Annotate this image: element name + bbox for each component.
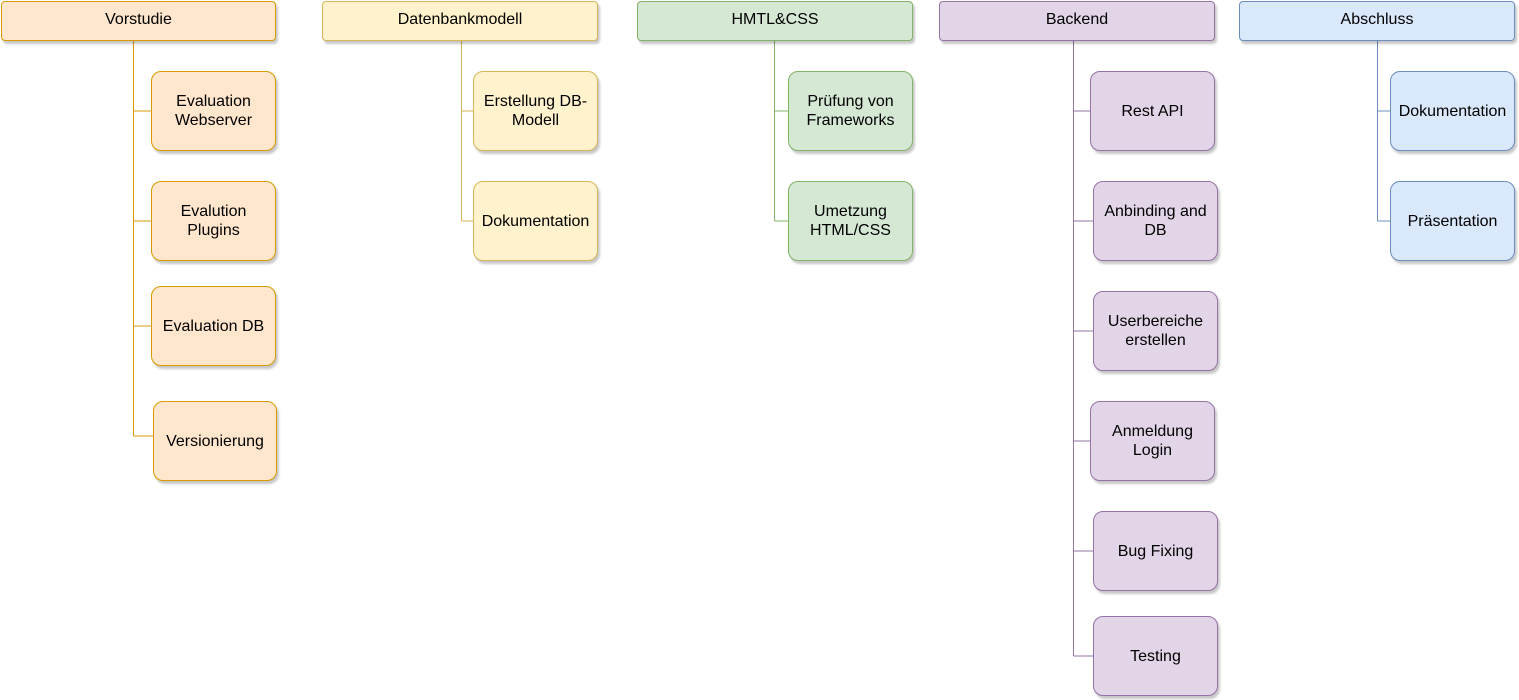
task-dokumentation-db[interactable]: Dokumentation: [473, 181, 598, 261]
task-label: Präsentation: [1407, 212, 1498, 230]
task-erstellung-db-modell[interactable]: Erstellung DB- Modell: [473, 71, 598, 151]
task-label: Erstellung DB- Modell: [483, 93, 588, 129]
task-evalution-plugins[interactable]: Evalution Plugins: [151, 181, 276, 261]
column-header-label: Vorstudie: [105, 10, 172, 28]
task-label: Dokumentation: [481, 212, 590, 230]
task-label: Prüfung von Frameworks: [806, 93, 895, 129]
task-label: Dokumentation: [1398, 102, 1507, 120]
task-evaluation-webserver[interactable]: Evaluation Webserver: [151, 71, 276, 151]
task-anbinding-db[interactable]: Anbinding and DB: [1093, 181, 1218, 261]
task-label: Umetzung HTML/CSS: [810, 203, 891, 239]
column-header-vorstudie[interactable]: Vorstudie: [1, 1, 276, 41]
task-evaluation-db[interactable]: Evaluation DB: [151, 286, 276, 366]
backend-connectors: [1073, 41, 1093, 657]
abschluss-connectors: [1377, 41, 1390, 222]
column-header-label: Backend: [1045, 10, 1109, 28]
task-label: Evalution Plugins: [180, 203, 247, 239]
task-label: Userbereiche erstellen: [1107, 313, 1204, 349]
column-header-backend[interactable]: Backend: [939, 1, 1215, 41]
column-header-html-css[interactable]: HMTL&CSS: [637, 1, 913, 41]
task-label: Versionierung: [166, 432, 264, 450]
column-header-label: HMTL&CSS: [731, 10, 819, 28]
task-rest-api[interactable]: Rest API: [1090, 71, 1215, 151]
task-anmeldung-login[interactable]: Anmeldung Login: [1090, 401, 1215, 481]
task-pruefung-frameworks[interactable]: Prüfung von Frameworks: [788, 71, 913, 151]
task-userbereiche-erstellen[interactable]: Userbereiche erstellen: [1093, 291, 1218, 371]
html-connectors: [774, 41, 788, 222]
task-praesentation[interactable]: Präsentation: [1390, 181, 1515, 261]
task-umetzung-html-css[interactable]: Umetzung HTML/CSS: [788, 181, 913, 261]
task-label: Rest API: [1121, 102, 1184, 120]
datenbankmodell-connectors: [461, 41, 473, 222]
task-dokumentation-abschluss[interactable]: Dokumentation: [1390, 71, 1515, 151]
task-label: Evaluation DB: [162, 317, 265, 335]
task-versionierung[interactable]: Versionierung: [153, 401, 277, 481]
column-header-label: Datenbankmodell: [397, 10, 523, 28]
column-header-datenbankmodell[interactable]: Datenbankmodell: [322, 1, 598, 41]
column-header-label: Abschluss: [1340, 10, 1414, 28]
task-label: Testing: [1130, 647, 1181, 665]
task-testing[interactable]: Testing: [1093, 616, 1218, 696]
task-label: Anbinding and DB: [1104, 203, 1207, 239]
task-label: Anmeldung Login: [1112, 423, 1193, 459]
task-label: Evaluation Webserver: [174, 93, 253, 129]
vorstudie-connectors: [133, 41, 153, 437]
task-label: Bug Fixing: [1117, 542, 1194, 560]
task-bug-fixing[interactable]: Bug Fixing: [1093, 511, 1218, 591]
column-header-abschluss[interactable]: Abschluss: [1239, 1, 1515, 41]
